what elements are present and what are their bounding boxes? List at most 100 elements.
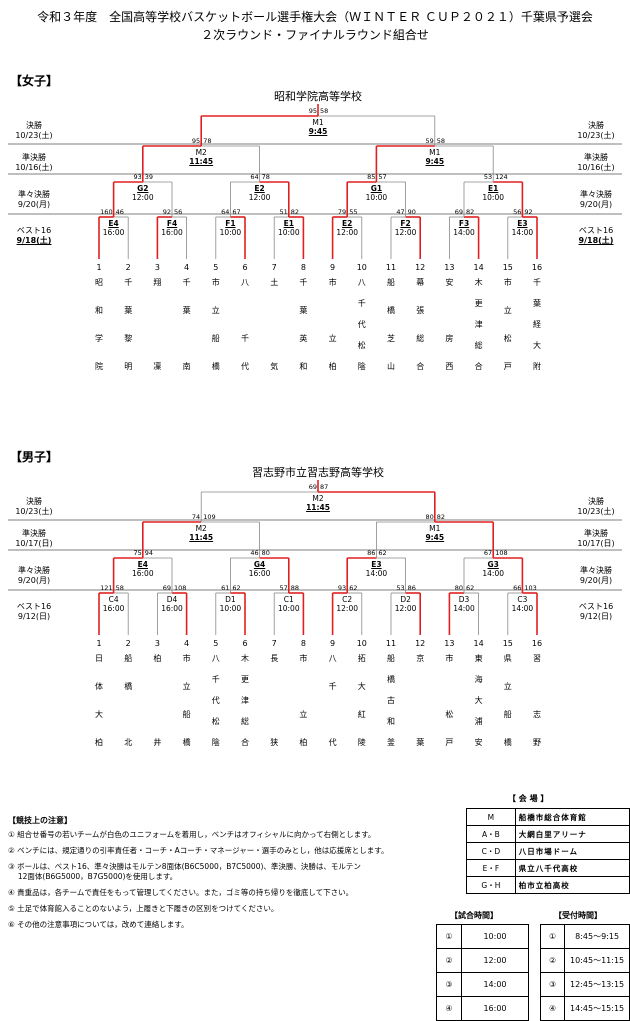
court-code: G2 [137,184,149,193]
court-code: D3 [458,595,470,604]
women-team-name-char: 市 [503,278,512,287]
men-team-name-char: 古 [387,696,395,705]
men-team-name-char: 市 [299,654,308,663]
men-team-name-char: 橋 [387,675,395,684]
women-team-name-char: 更 [474,299,483,308]
men-team-number: 4 [184,639,190,648]
court-code: D4 [166,595,178,604]
time-slot-number: ③ [436,972,462,997]
women-team-number: 16 [531,263,543,272]
women-r16-score-2: 82 [466,208,475,216]
round-name: ベスト16 [16,226,52,235]
court-code: M2 [195,148,207,157]
men-final-score-1: 69 [308,483,317,491]
men-team-name-char: 拓 [357,654,366,663]
match-time: 16:00 [248,569,271,578]
time-slot-number: ④ [436,996,462,1021]
men-r16-score-2: 58 [115,584,124,592]
women-team-name-char: 千 [241,334,249,343]
women-qf-score-2: 78 [261,173,270,181]
women-team-name-char: 和 [95,306,103,315]
match-time: 11:45 [306,503,330,512]
court-code: C1 [283,595,294,604]
women-team-number: 7 [271,263,277,272]
women-r16-score-1: 160 [100,208,113,216]
court-code: F2 [400,219,411,228]
women-team-name-char: 土 [270,278,279,287]
court-code: E4 [137,560,148,569]
time-slot-value: 14:45～15:15 [564,996,630,1021]
women-team-name-char: 張 [416,306,425,315]
men-team-name-char: 千 [328,682,337,691]
men-team-name-char: 京 [416,654,425,663]
round-name: 準決勝 [584,153,608,162]
men-semi-score-2: 82 [436,513,446,521]
men-r16-score-2: 88 [290,584,300,592]
match-time: 12:00 [131,193,154,202]
men-team-number: 6 [242,639,248,648]
match-time: 14:00 [453,228,475,237]
venue-code: M [466,808,516,826]
women-team-name-char: 立 [503,306,512,315]
women-team-name-char: 船 [387,278,395,287]
court-code: F3 [458,219,470,228]
women-team-name-char: 山 [387,362,395,371]
round-date: 9/20(月) [17,200,51,209]
women-team-name-char: 西 [445,362,454,371]
round-name: 準決勝 [22,529,46,538]
men-team-name-char: 大 [357,682,366,691]
match-time: 16:00 [102,228,125,237]
women-team-name-char: 昭 [95,278,103,287]
women-team-name-char: 千 [533,278,541,287]
court-code: G4 [253,560,266,569]
round-name: 準々決勝 [18,566,50,575]
note-item: ④ 貴重品は，各チームで責任をもって管理してください。また，ゴミ等の持ち帰りを徹… [8,888,354,897]
men-r16-score-1: 53 [396,584,405,592]
men-team-name-char: 志 [533,710,541,719]
men-team-name-char: 浦 [474,717,483,726]
men-bracket-lines [8,480,622,635]
women-team-name-char: 千 [357,299,366,308]
match-time: 12:00 [394,604,417,613]
match-time: 16:00 [131,569,154,578]
court-code: F1 [225,219,236,228]
men-r16-score-1: 61 [221,584,230,592]
round-date: 9/12(日) [17,612,51,621]
match-time: 9:45 [425,533,445,542]
men-team-number: 5 [213,639,219,648]
men-team-number: 13 [444,639,455,648]
women-team-name-char: 戸 [503,362,512,371]
men-team-name-char: 更 [241,675,249,684]
women-team-number: 10 [356,263,367,272]
match-time: 14:00 [511,228,534,237]
men-team-number: 2 [125,639,131,648]
women-team-name-char: 橋 [211,362,220,371]
women-team-name-char: 柏 [328,362,337,371]
women-team-number: 13 [444,263,455,272]
match-times-heading: 【試合時間】 [450,911,498,920]
men-semi-score-1: 74 [191,513,201,521]
court-code: E1 [283,219,294,228]
court-code: E3 [517,219,528,228]
court-code: M1 [429,524,441,533]
women-qf-score-1: 64 [250,173,259,181]
time-slot-number: ① [539,924,566,949]
women-team-name-char: 幕 [416,278,425,287]
